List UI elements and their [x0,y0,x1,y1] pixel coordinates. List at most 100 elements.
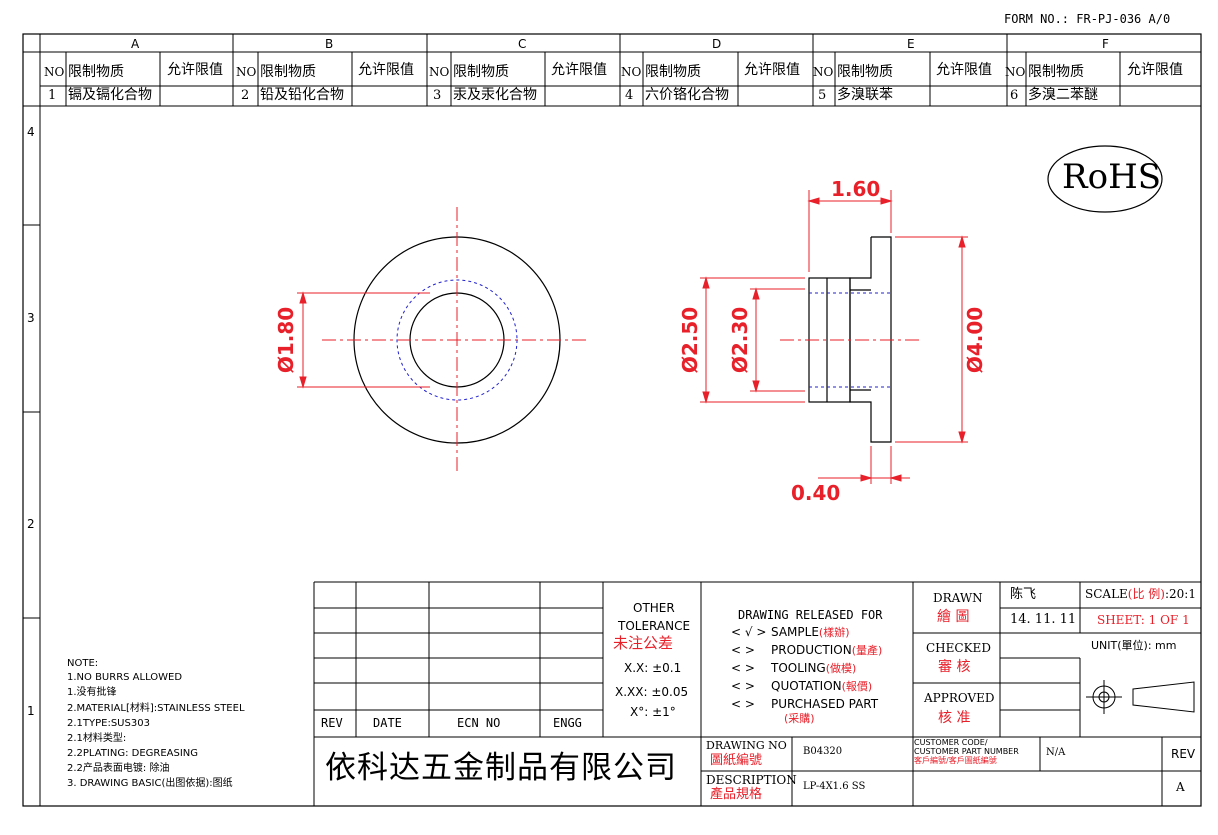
unit: UNIT(單位): mm [1091,640,1176,651]
dim-width-0-40: 0.40 [791,481,841,505]
description-value: LP-4X1.6 SS [803,781,866,792]
scale-label-cn: (比 例) [1127,587,1165,601]
note-line: 2.2产品表面电镀: 除油 [67,763,170,774]
tolerance-xx: X.X: ±0.1 [624,661,682,675]
release-mark: < √ > [731,625,767,639]
substance-no: 4 [625,88,634,103]
header-substance: 限制物质 [645,64,701,80]
header-substance: 限制物质 [453,64,509,80]
checked-label: CHECKED [926,641,991,655]
header-limit: 允许限值 [936,62,992,78]
release-title: DRAWING RELEASED FOR [738,608,883,622]
header-no: NO [621,65,642,79]
release-item: < > TOOLING(做模) [731,662,856,674]
release-item: < √ > SAMPLE(樣辦) [731,626,850,638]
unit-value: mm [1155,639,1177,652]
date-header: DATE [373,716,402,730]
zone-col-d: D [712,37,722,51]
release-mark: < > [731,679,755,693]
tolerance-title: OTHER [633,601,675,615]
scale-value: :20:1 [1164,587,1196,601]
header-limit: 允许限值 [167,62,223,78]
zone-col-f: F [1102,37,1109,51]
substance-no: 5 [818,88,827,103]
customer-label: CUSTOMER CODE/ [914,738,988,747]
header-limit: 允许限值 [551,62,607,78]
note-line: 2.2PLATING: DEGREASING [67,748,199,759]
substance-name: 汞及汞化合物 [453,87,537,103]
drawing-no-label: DRAWING NO [706,739,787,752]
substance-name: 多溴联苯 [837,87,893,103]
header-limit: 允许限值 [358,62,414,78]
header-substance: 限制物质 [837,64,893,80]
dim-dia-1-80: Ø1.80 [274,306,298,374]
customer-value: N/A [1046,747,1066,758]
substance-name: 镉及镉化合物 [68,87,152,103]
release-mark: < > [731,643,755,657]
scale-label: SCALE [1085,587,1128,601]
tolerance-cn: 未注公差 [613,634,674,652]
checked-label-cn: 審 核 [938,659,971,675]
customer-label: CUSTOMER PART NUMBER [914,747,1019,756]
header-no: NO [429,65,450,79]
tolerance-title: TOLERANCE [618,619,691,633]
scale: SCALE(比 例):20:1 [1085,588,1196,600]
release-cn: (樣辦) [818,626,850,639]
header-substance: 限制物质 [260,64,316,80]
header-limit: 允许限值 [744,62,800,78]
customer-label-cn: 客戶編號/客戶圖紙編號 [914,756,997,765]
dim-dia-4-00: Ø4.00 [963,306,987,374]
release-cn: (量產) [851,644,883,657]
zone-col-c: C [518,37,527,51]
zone-col-b: B [325,37,334,51]
release-item: < > PRODUCTION(量產) [731,644,882,656]
dim-dia-2-50: Ø2.50 [678,306,702,374]
release-en: QUOTATION [771,679,842,693]
zone-col-a: A [131,37,140,51]
note-line: 1.NO BURRS ALLOWED [67,672,183,683]
description-label-cn: 產品規格 [710,787,763,802]
engg-header: ENGG [553,716,582,730]
release-item: < >QUOTATION(報價) [731,680,872,692]
drawing-no-value: B04320 [803,746,843,757]
company-name: 依科达五金制品有限公司 [325,750,677,786]
release-mark: < > [731,661,755,675]
zone-col-e: E [907,37,915,51]
note-line: 3. DRAWING BASIC(出图依据):图纸 [67,778,233,789]
note-line: NOTE: [67,658,99,669]
substance-no: 2 [241,88,250,103]
approved-label: APPROVED [924,691,995,705]
form-number: FORM NO.: FR-PJ-036 A/0 [1004,12,1171,26]
header-no: NO [813,65,834,79]
drawing-no-label-cn: 圖紙編號 [710,753,763,768]
header-no: NO [44,65,65,79]
release-en: TOOLING [771,661,826,675]
rev-label: REV [1171,747,1196,761]
note-line: 2.1TYPE:SUS303 [67,718,150,729]
header-substance: 限制物质 [1028,64,1084,80]
substance-name: 铅及铅化合物 [260,87,344,103]
release-en: SAMPLE [771,625,819,639]
header-limit: 允许限值 [1127,62,1183,78]
drawn-label: DRAWN [933,591,983,605]
release-en: PRODUCTION [771,643,852,657]
zone-row-2: 2 [27,517,35,531]
zone-row-4: 4 [27,125,35,139]
substance-name: 六价铬化合物 [645,87,729,103]
release-cn: (采購) [784,712,815,725]
drawn-date: 14. 11. 11 [1010,612,1077,627]
substance-no: 1 [48,88,57,103]
release-en: PURCHASED PART [771,697,879,711]
substance-no: 6 [1010,88,1019,103]
release-cn: (做模) [825,662,857,675]
note-line: 1.没有批锋 [67,687,117,698]
tolerance-deg: X°: ±1° [630,705,676,719]
unit-label: UNIT(單位): [1091,639,1152,652]
tolerance-xxx: X.XX: ±0.05 [615,685,689,699]
header-no: NO [1005,65,1026,79]
release-mark: < > [731,697,755,711]
header-no: NO [236,65,257,79]
zone-row-3: 3 [27,311,35,325]
rev-value: A [1176,780,1185,794]
